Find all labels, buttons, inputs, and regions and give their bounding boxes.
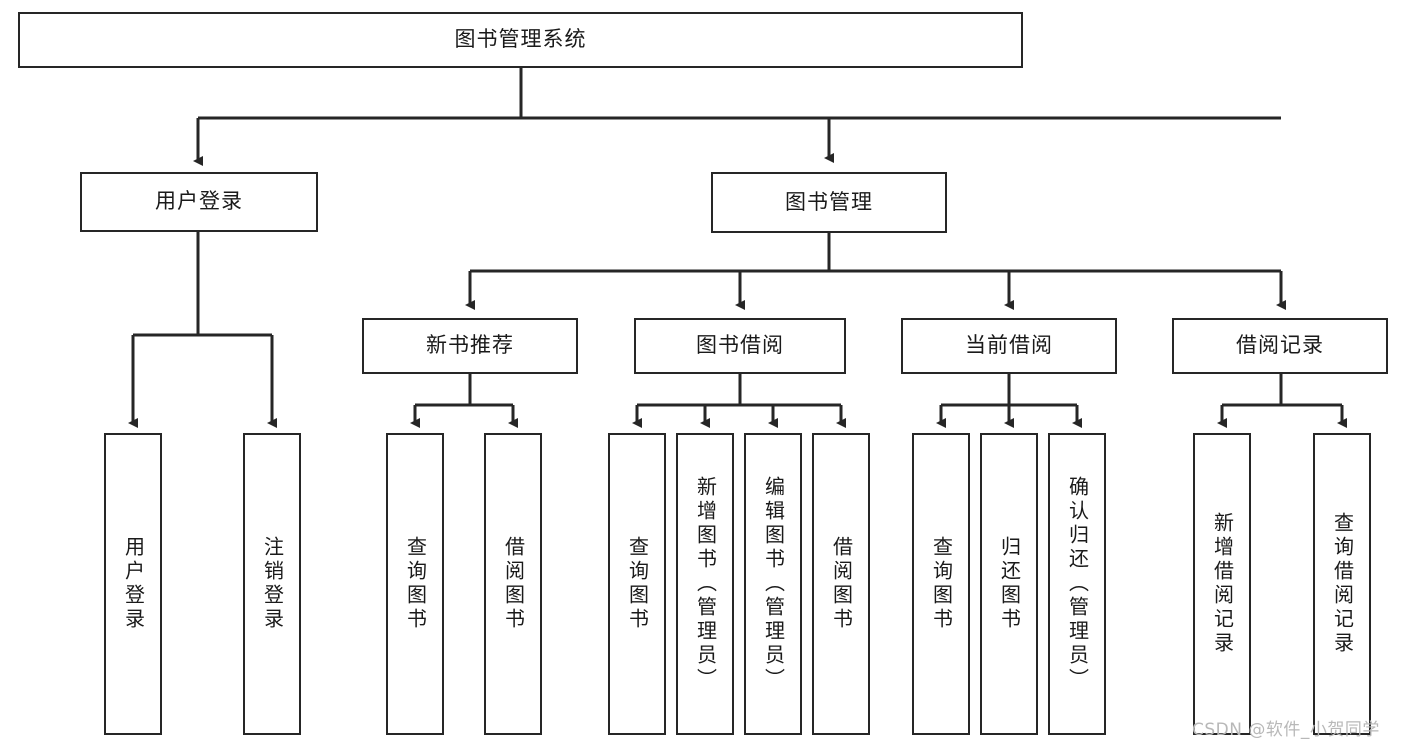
leaf-borrow-book-recommend[interactable]: 借阅图书 <box>484 433 542 735</box>
leaf-label: 归还图书 <box>997 536 1022 632</box>
leaf-label: 用户登录 <box>121 536 146 632</box>
leaf-borrow-book[interactable]: 借阅图书 <box>812 433 870 735</box>
node-book-management-system[interactable]: 图书管理系统 <box>18 12 1023 68</box>
node-book-borrow[interactable]: 图书借阅 <box>634 318 846 374</box>
node-new-book-recommend[interactable]: 新书推荐 <box>362 318 578 374</box>
leaf-label: 新增图书（管理员） <box>693 476 718 692</box>
node-label: 当前借阅 <box>965 333 1053 358</box>
leaf-user-login[interactable]: 用户登录 <box>104 433 162 735</box>
leaf-add-borrow-record[interactable]: 新增借阅记录 <box>1193 433 1251 735</box>
leaf-label: 查询图书 <box>403 536 428 632</box>
leaf-label: 查询图书 <box>929 536 954 632</box>
leaf-edit-book-admin[interactable]: 编辑图书（管理员） <box>744 433 802 735</box>
leaf-return-book[interactable]: 归还图书 <box>980 433 1038 735</box>
leaf-query-borrow-record[interactable]: 查询借阅记录 <box>1313 433 1371 735</box>
leaf-label: 编辑图书（管理员） <box>761 476 786 692</box>
node-user-login[interactable]: 用户登录 <box>80 172 318 232</box>
leaf-add-book-admin[interactable]: 新增图书（管理员） <box>676 433 734 735</box>
node-borrow-record[interactable]: 借阅记录 <box>1172 318 1388 374</box>
leaf-label: 确认归还（管理员） <box>1065 476 1090 692</box>
leaf-label: 注销登录 <box>260 536 285 632</box>
node-current-borrow[interactable]: 当前借阅 <box>901 318 1117 374</box>
node-book-management[interactable]: 图书管理 <box>711 172 947 233</box>
node-label: 图书借阅 <box>696 333 784 358</box>
leaf-query-book-borrow[interactable]: 查询图书 <box>608 433 666 735</box>
node-label: 借阅记录 <box>1236 333 1324 358</box>
leaf-label: 借阅图书 <box>501 536 526 632</box>
leaf-confirm-return-admin[interactable]: 确认归还（管理员） <box>1048 433 1106 735</box>
node-label: 用户登录 <box>155 189 243 214</box>
leaf-query-book-current[interactable]: 查询图书 <box>912 433 970 735</box>
leaf-label: 查询图书 <box>625 536 650 632</box>
leaf-logout[interactable]: 注销登录 <box>243 433 301 735</box>
watermark: CSDN @软件_小贺同学 <box>1192 720 1380 740</box>
leaf-label: 借阅图书 <box>829 536 854 632</box>
node-label: 新书推荐 <box>426 333 514 358</box>
leaf-query-book-recommend[interactable]: 查询图书 <box>386 433 444 735</box>
node-label: 图书管理 <box>785 189 873 214</box>
leaf-label: 查询借阅记录 <box>1330 512 1355 656</box>
node-label: 图书管理系统 <box>454 27 587 52</box>
leaf-label: 新增借阅记录 <box>1210 512 1235 656</box>
